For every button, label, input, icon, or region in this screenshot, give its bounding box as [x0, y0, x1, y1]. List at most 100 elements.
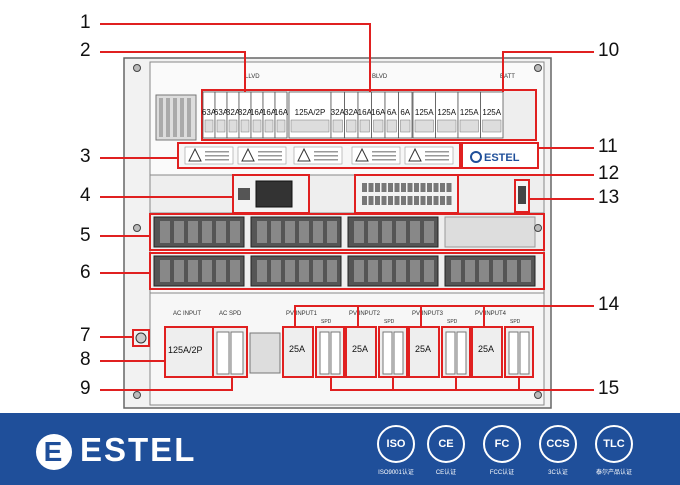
warning-text-line	[372, 159, 396, 161]
terminal	[362, 183, 367, 192]
rectifier-grille	[216, 221, 226, 243]
terminal	[388, 196, 393, 205]
breaker-toggle	[482, 119, 502, 133]
screw-icon	[133, 64, 141, 72]
breaker-toggle	[437, 119, 457, 133]
rectifier-grille	[382, 260, 392, 282]
cert-caption: FCC认证	[489, 470, 515, 476]
brand-logo-icon: E	[36, 434, 72, 471]
ce-icon: CE	[427, 425, 465, 463]
screw-icon	[534, 391, 542, 399]
warning-text-line	[258, 155, 282, 157]
breaker-rating: 16A	[262, 108, 277, 117]
terminal	[420, 183, 426, 192]
warning-triangle-icon	[408, 147, 422, 162]
brand-name: ESTEL	[80, 431, 197, 468]
fcc-icon: FC	[483, 425, 521, 463]
warning-text-line	[205, 151, 229, 153]
spd-label: SPD	[384, 319, 395, 325]
pv-spd-module	[330, 331, 341, 375]
callout-line	[100, 51, 246, 92]
group-llvd-label: LLVD	[245, 74, 260, 80]
controller-port	[238, 188, 250, 200]
nameplate	[461, 142, 539, 169]
pv-spd-module	[382, 331, 393, 375]
breaker-rating: 16A	[358, 108, 373, 117]
rectifier-grille	[174, 221, 184, 243]
warning-text-line	[314, 155, 338, 157]
callout-3: 3	[80, 146, 91, 167]
callout-5: 5	[80, 225, 91, 246]
callout-11: 11	[598, 136, 618, 157]
terminal	[375, 183, 380, 192]
warning-text-line	[314, 151, 338, 153]
group-blvd-label: BLVD	[372, 74, 388, 80]
pv-input-label: PV INPUT3	[412, 311, 444, 317]
warning-text-line	[258, 151, 282, 153]
ac-breaker-rating: 125A/2P	[168, 345, 203, 355]
ccc-icon: CCS	[539, 425, 577, 463]
breaker-toggle	[290, 119, 330, 133]
pv-breaker-frame	[282, 326, 314, 378]
pv-spd-module	[456, 331, 467, 375]
terminal	[407, 196, 413, 205]
earth-terminal-icon	[135, 332, 147, 344]
breaker-rating: 125A	[415, 108, 434, 117]
pv-breaker-rating: 25A	[352, 344, 368, 354]
terminal	[394, 183, 400, 192]
callout-6: 6	[80, 262, 91, 283]
breaker-rating: 125A/2P	[295, 108, 326, 117]
callout-2: 2	[80, 40, 91, 61]
callout-line	[330, 377, 594, 391]
vent-slot	[187, 98, 191, 137]
rectifier-grille	[285, 260, 295, 282]
terminal	[427, 196, 432, 205]
terminal	[407, 183, 413, 192]
breaker-toggle	[240, 119, 250, 133]
ac-spd-module-2	[230, 331, 244, 375]
terminal	[401, 196, 406, 205]
callout-8: 8	[80, 349, 91, 370]
terminal	[381, 196, 387, 205]
pv-spd-module	[519, 331, 530, 375]
vent-slot	[166, 98, 170, 137]
terminal	[427, 183, 432, 192]
breaker-toggle	[414, 119, 434, 133]
terminal	[362, 196, 367, 205]
terminal	[420, 196, 426, 205]
breaker-rating: 125A	[437, 108, 456, 117]
pv-input-label: PV INPUT1	[286, 311, 318, 317]
callout-line	[502, 51, 594, 92]
pv-spd-module	[393, 331, 404, 375]
controller-bay	[149, 174, 545, 214]
vent-slot	[180, 98, 184, 137]
terminal	[446, 196, 452, 205]
rectifier-grille	[396, 260, 406, 282]
terminal	[401, 183, 406, 192]
rectifier-grille	[327, 260, 337, 282]
pv-input-label: PV INPUT4	[475, 311, 507, 317]
pv-breaker-frame	[345, 326, 377, 378]
spd-label: SPD	[447, 319, 458, 325]
breaker-rating: 16A	[371, 108, 386, 117]
breaker-llvd: 16A	[274, 91, 289, 139]
breaker-rating: 32A	[331, 108, 346, 117]
warning-text-line	[372, 155, 396, 157]
rectifier-grille	[451, 260, 461, 282]
breaker-blvd: 6A	[384, 91, 399, 139]
rectifier-grille	[410, 221, 420, 243]
rectifier-grille	[424, 260, 434, 282]
pv-breaker-rating: 25A	[415, 344, 431, 354]
terminal	[414, 196, 419, 205]
callout-10: 10	[598, 40, 620, 61]
warning-text-line	[425, 159, 449, 161]
rectifier-grille	[382, 221, 392, 243]
warning-text-line	[425, 151, 449, 153]
rectifier-grille	[230, 260, 240, 282]
rectifier-grille	[493, 260, 503, 282]
pv-breaker-rating: 25A	[289, 344, 305, 354]
